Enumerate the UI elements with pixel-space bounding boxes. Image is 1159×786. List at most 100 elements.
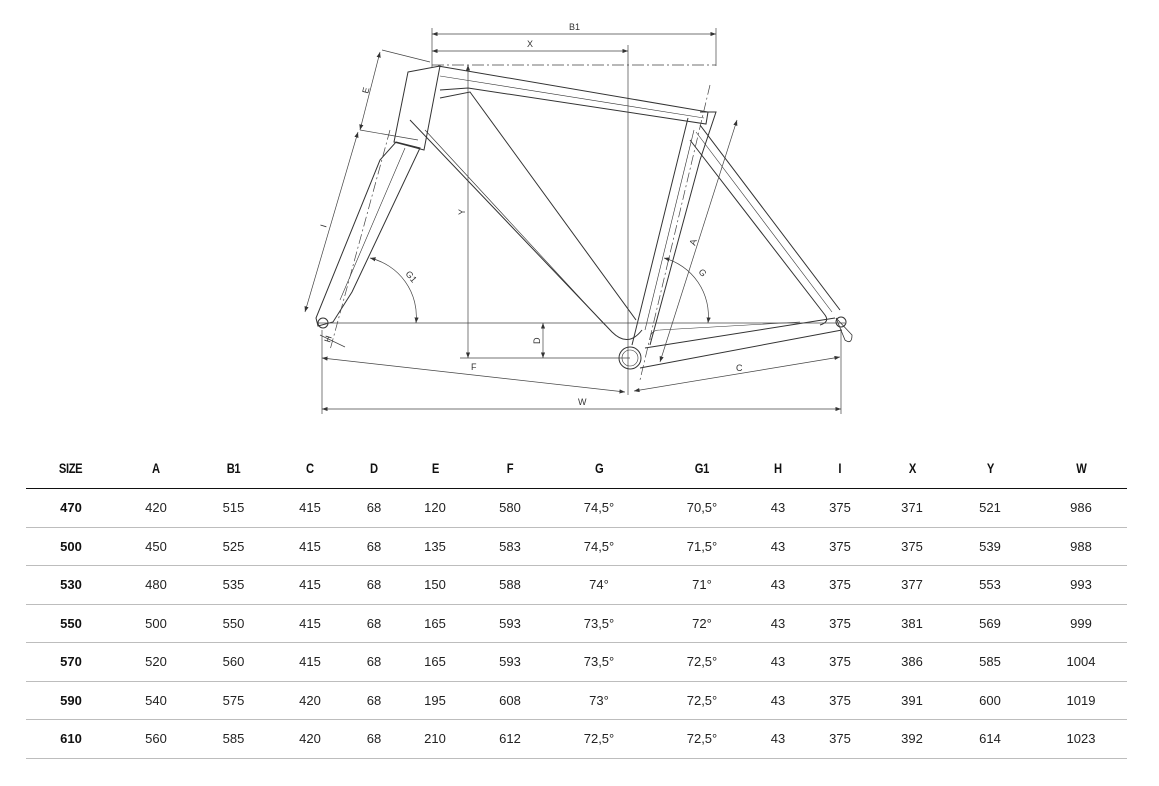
cell-b1: 515 <box>196 488 271 528</box>
cell-w: 986 <box>1035 488 1127 528</box>
cell-e: 195 <box>399 681 471 720</box>
cell-b1: 525 <box>196 527 271 566</box>
column-header-w: W <box>1035 448 1127 489</box>
cell-e: 135 <box>399 527 471 566</box>
cell-w: 993 <box>1035 565 1127 605</box>
cell-d: 68 <box>349 604 399 643</box>
cell-y: 569 <box>945 604 1035 643</box>
cell-h: 43 <box>755 527 801 566</box>
cell-g1: 72° <box>649 604 755 643</box>
cell-g: 74,5° <box>549 488 649 528</box>
cell-y: 521 <box>945 488 1035 528</box>
column-header-label: A <box>152 460 160 476</box>
column-header-label: C <box>306 460 314 476</box>
cell-h: 43 <box>755 719 801 759</box>
cell-f: 593 <box>471 604 549 643</box>
column-header-a: A <box>116 448 196 489</box>
cell-i: 375 <box>801 527 879 566</box>
cell-a: 500 <box>116 604 196 643</box>
label-x: X <box>527 39 533 49</box>
down-tube <box>409 91 643 340</box>
cell-x: 391 <box>879 681 945 720</box>
column-header-label: G <box>594 460 604 476</box>
bike-frame <box>315 65 853 370</box>
cell-a: 540 <box>116 681 196 720</box>
frame-geometry-diagram: B1 X Y D F C W E I H G1 G A <box>304 22 853 414</box>
head-tube <box>393 65 441 151</box>
label-f: F <box>471 362 477 372</box>
cell-size: 470 <box>26 488 116 528</box>
cell-d: 68 <box>349 527 399 566</box>
cell-f: 583 <box>471 527 549 566</box>
cell-g: 73,5° <box>549 642 649 682</box>
cell-size: 500 <box>26 527 116 566</box>
cell-b1: 560 <box>196 642 271 682</box>
cell-f: 593 <box>471 642 549 682</box>
cell-g1: 71,5° <box>649 527 755 566</box>
cell-i: 375 <box>801 488 879 528</box>
cell-b1: 550 <box>196 604 271 643</box>
label-b1: B1 <box>569 22 580 32</box>
cell-f: 612 <box>471 719 549 759</box>
fork <box>315 141 421 327</box>
cell-x: 392 <box>879 719 945 759</box>
cell-a: 520 <box>116 642 196 682</box>
column-header-label: E <box>431 460 439 476</box>
column-header-label: F <box>506 460 514 476</box>
label-w: W <box>578 397 587 407</box>
seat-stay <box>689 124 841 326</box>
cell-d: 68 <box>349 565 399 605</box>
cell-g1: 71° <box>649 565 755 605</box>
cell-c: 420 <box>271 719 349 759</box>
cell-c: 415 <box>271 642 349 682</box>
column-header-label: SIZE <box>59 460 83 476</box>
cell-i: 375 <box>801 604 879 643</box>
cell-e: 120 <box>399 488 471 528</box>
column-header-c: C <box>271 448 349 489</box>
cell-d: 68 <box>349 642 399 682</box>
column-header-size: SIZE <box>26 448 116 489</box>
label-h: H <box>322 334 333 343</box>
cell-e: 210 <box>399 719 471 759</box>
cell-size: 590 <box>26 681 116 720</box>
label-g: G <box>696 267 708 279</box>
cell-y: 553 <box>945 565 1035 605</box>
cell-h: 43 <box>755 681 801 720</box>
cell-w: 988 <box>1035 527 1127 566</box>
cell-x: 386 <box>879 642 945 682</box>
cell-x: 381 <box>879 604 945 643</box>
cell-g: 73,5° <box>549 604 649 643</box>
column-header-g: G <box>549 448 649 489</box>
cell-g: 73° <box>549 681 649 720</box>
seat-tube <box>631 111 717 346</box>
column-header-h: H <box>755 448 801 489</box>
column-header-e: E <box>399 448 471 489</box>
cell-d: 68 <box>349 488 399 528</box>
cell-g: 74° <box>549 565 649 605</box>
cell-e: 150 <box>399 565 471 605</box>
cell-size: 530 <box>26 565 116 605</box>
cell-w: 1023 <box>1035 719 1127 759</box>
cell-a: 420 <box>116 488 196 528</box>
label-d: D <box>532 337 542 344</box>
cell-i: 375 <box>801 565 879 605</box>
cell-g1: 72,5° <box>649 681 755 720</box>
top-tube <box>437 65 709 125</box>
cell-e: 165 <box>399 604 471 643</box>
cell-w: 1004 <box>1035 642 1127 682</box>
cell-a: 480 <box>116 565 196 605</box>
cell-d: 68 <box>349 681 399 720</box>
cell-g1: 72,5° <box>649 719 755 759</box>
cell-c: 420 <box>271 681 349 720</box>
cell-y: 600 <box>945 681 1035 720</box>
label-a: A <box>687 238 698 247</box>
label-c: C <box>736 363 743 373</box>
cell-e: 165 <box>399 642 471 682</box>
cell-f: 588 <box>471 565 549 605</box>
cell-size: 570 <box>26 642 116 682</box>
